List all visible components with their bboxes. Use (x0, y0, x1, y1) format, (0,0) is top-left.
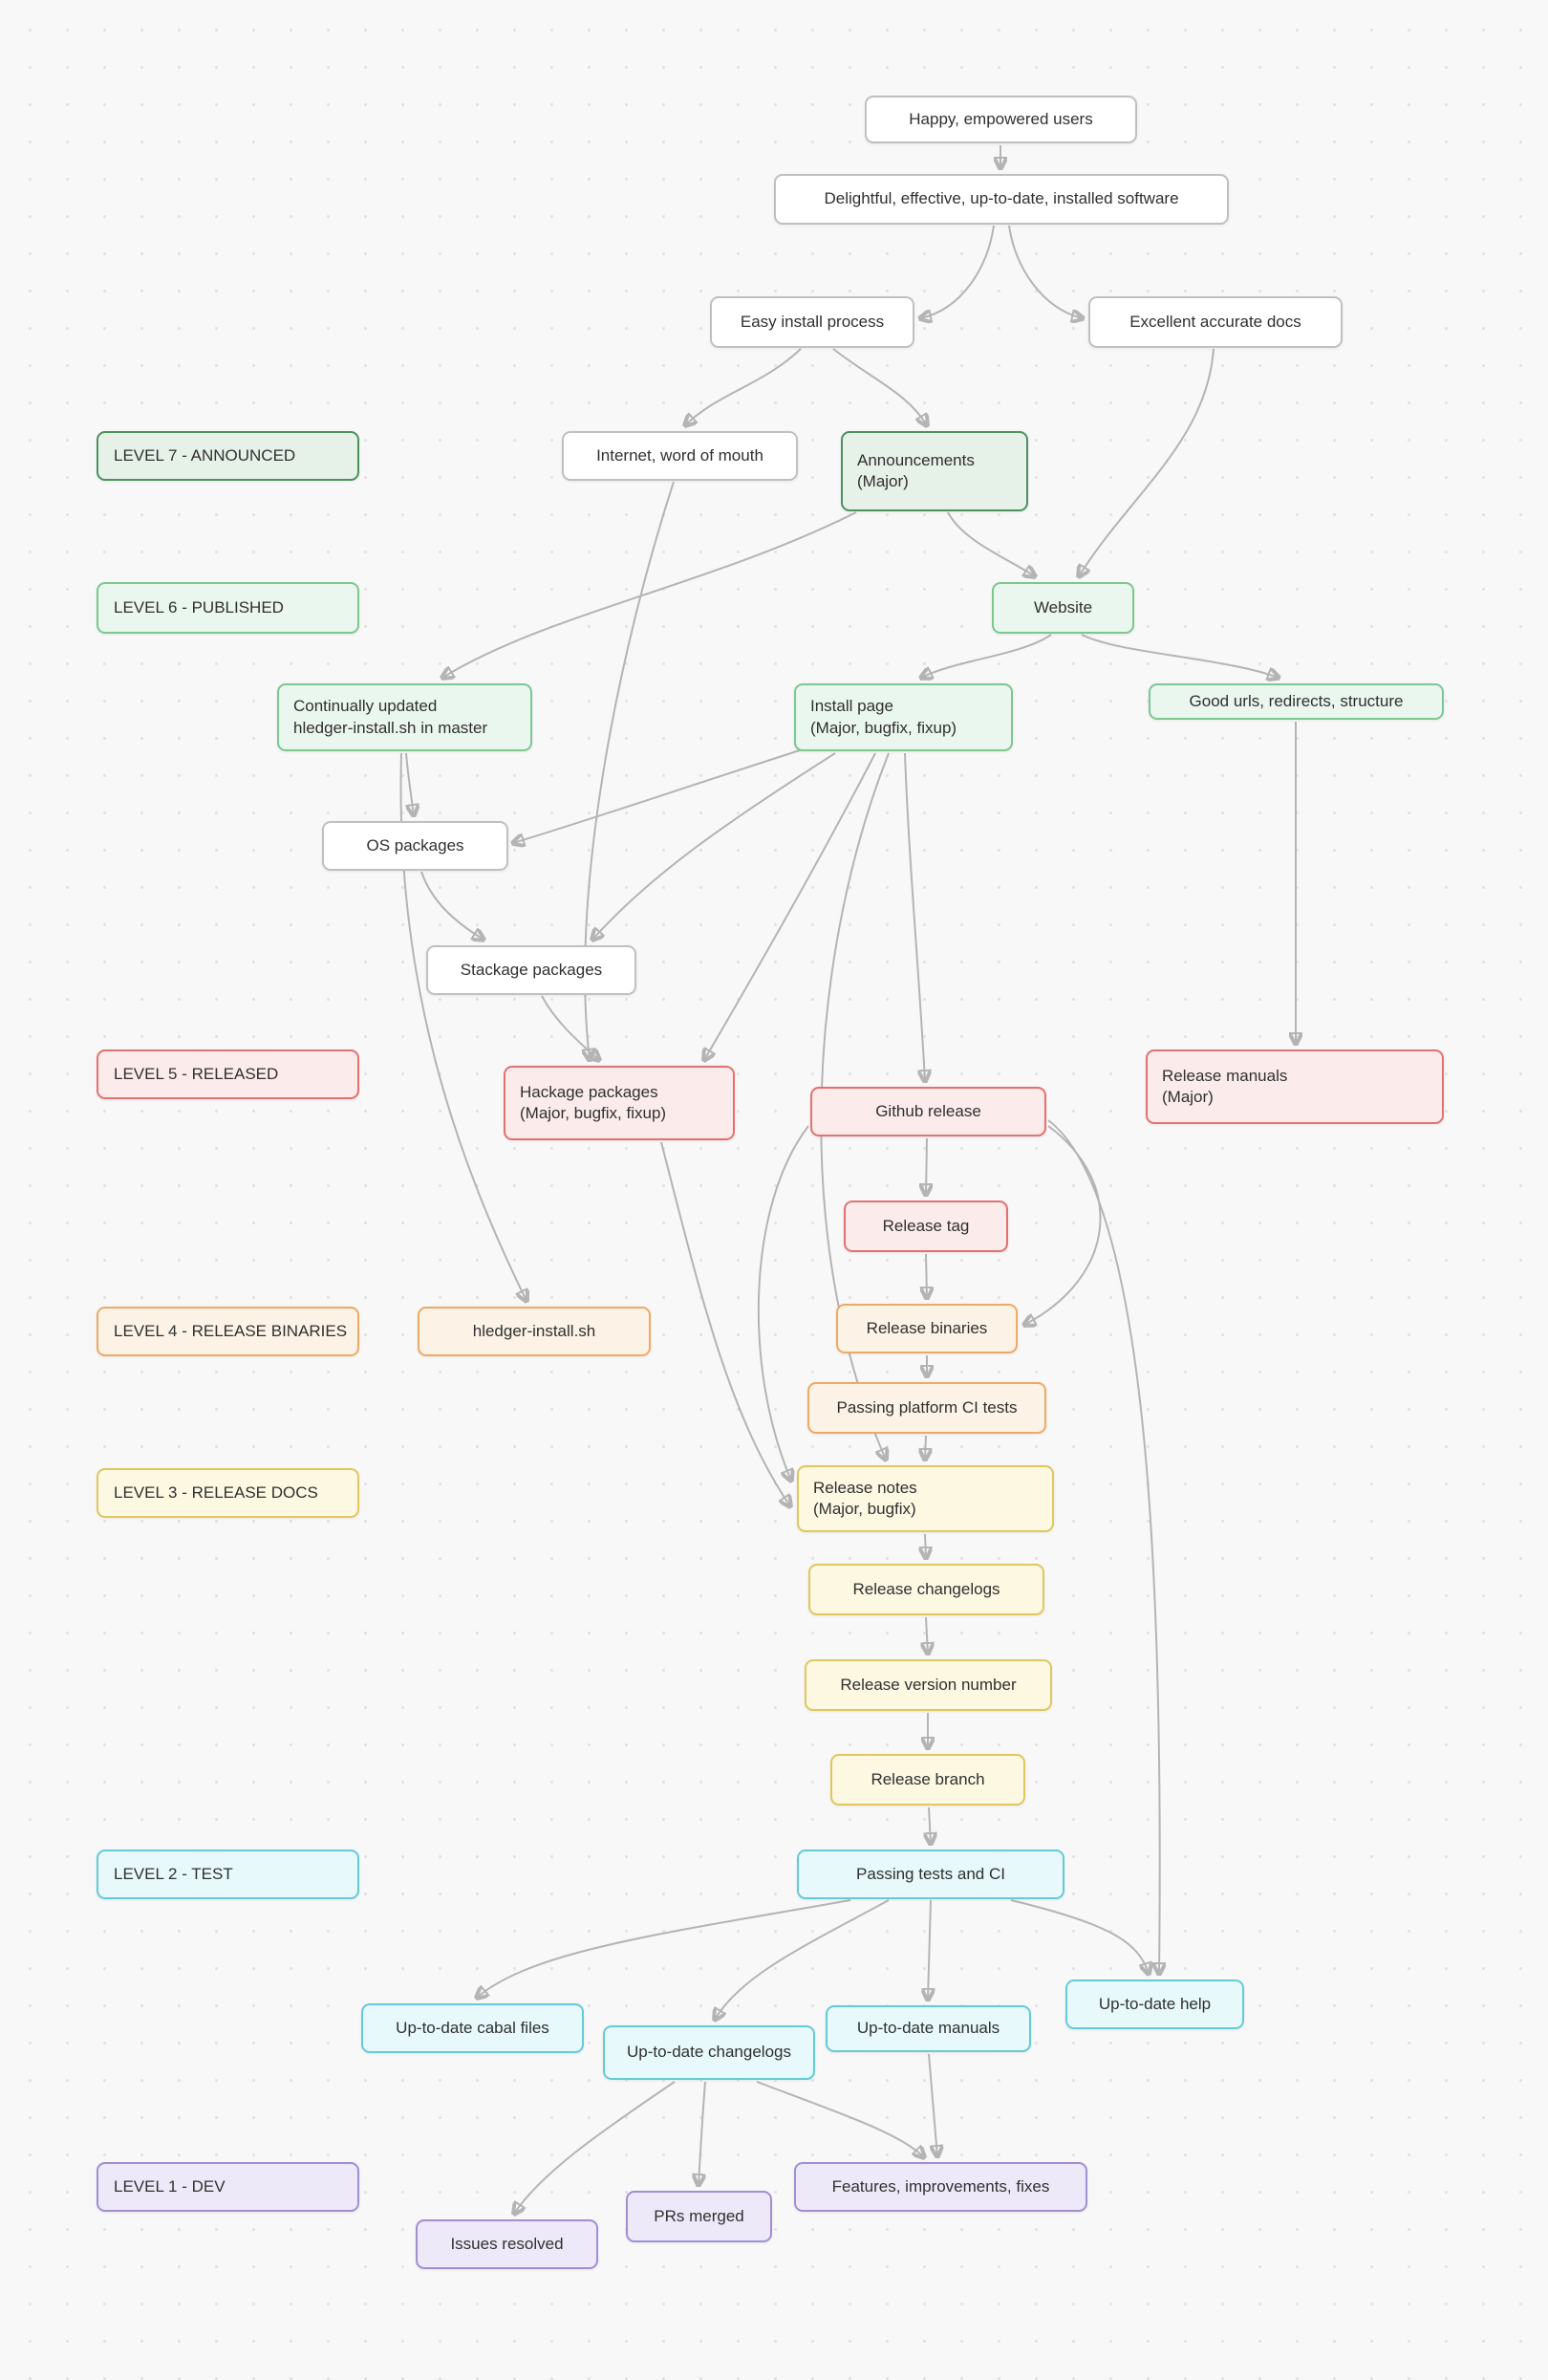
node-sublabel: (Major) (1162, 1088, 1214, 1106)
edge-stackage-hackage (541, 995, 599, 1060)
node-sublabel: (Major, bugfix, fixup) (520, 1104, 667, 1122)
node-up-to-date-changelogs: Up-to-date changelogs (603, 2025, 815, 2080)
node-label: Release manuals (1162, 1066, 1288, 1085)
edge-os-packages-stackage (420, 871, 484, 940)
edge-delightful-easy-install (920, 225, 995, 318)
node-features-improvements-fixes: Features, improvements, fixes (794, 2162, 1087, 2212)
edge-website-good-urls (1081, 634, 1279, 678)
node-label: Release notes (813, 1478, 917, 1497)
node-up-to-date-manuals: Up-to-date manuals (826, 2005, 1031, 2052)
edge-install-page-stackage (592, 752, 836, 940)
node-hledger-install-sh: hledger-install.sh (418, 1307, 651, 1356)
edge-github-release-tag (926, 1137, 927, 1195)
edge-passing-tests-changelogs (715, 1899, 890, 2020)
label-level-6-published: LEVEL 6 - PUBLISHED (97, 582, 359, 634)
edge-continually-os-packages (405, 752, 414, 815)
node-release-changelogs: Release changelogs (808, 1564, 1044, 1615)
node-install-page: Install page (Major, bugfix, fixup) (794, 683, 1013, 751)
node-up-to-date-help: Up-to-date help (1065, 1980, 1244, 2029)
edge-manuals-features (928, 2053, 937, 2156)
node-sublabel: hledger-install.sh in master (293, 718, 488, 737)
node-passing-tests-and-ci: Passing tests and CI (797, 1850, 1064, 1899)
edge-changelogs-issues-resolved (514, 2081, 676, 2214)
edge-github-release-binaries (1024, 1125, 1102, 1325)
node-happy-users: Happy, empowered users (865, 96, 1137, 143)
node-sublabel: (Major, bugfix) (813, 1500, 916, 1518)
node-os-packages: OS packages (322, 821, 508, 871)
node-internet-word-of-mouth: Internet, word of mouth (562, 431, 798, 481)
node-prs-merged: PRs merged (626, 2191, 772, 2242)
node-easy-install-process: Easy install process (710, 296, 914, 348)
label-level-7-announced: LEVEL 7 - ANNOUNCED (97, 431, 359, 481)
node-issues-resolved: Issues resolved (416, 2219, 598, 2269)
label-level-2-test: LEVEL 2 - TEST (97, 1850, 359, 1899)
node-label: Hackage packages (520, 1082, 658, 1101)
node-up-to-date-cabal-files: Up-to-date cabal files (361, 2003, 584, 2053)
node-continually-updated-install-script: Continually updated hledger-install.sh i… (277, 683, 532, 751)
edge-platform-ci-release-notes (925, 1435, 926, 1460)
node-release-manuals: Release manuals (Major) (1146, 1049, 1444, 1124)
node-label: Announcements (857, 450, 975, 469)
node-release-tag: Release tag (844, 1201, 1008, 1252)
node-passing-platform-ci-tests: Passing platform CI tests (807, 1382, 1046, 1434)
edge-install-page-github-release (904, 752, 925, 1081)
label-level-5-released: LEVEL 5 - RELEASED (97, 1049, 359, 1099)
node-sublabel: (Major) (857, 472, 909, 490)
node-sublabel: (Major, bugfix, fixup) (810, 718, 957, 737)
edge-notes-changelogs (925, 1533, 926, 1558)
node-website: Website (992, 582, 1134, 634)
edge-website-install-page (921, 634, 1052, 678)
edge-github-release-help (1047, 1119, 1160, 1974)
label-level-3-release-docs: LEVEL 3 - RELEASE DOCS (97, 1468, 359, 1518)
edge-passing-tests-cabal (477, 1899, 851, 1998)
edge-passing-tests-manuals (928, 1899, 931, 2000)
edge-passing-tests-help (1010, 1899, 1149, 1974)
edge-install-page-os-packages (513, 747, 806, 843)
edge-hackage-release-notes (660, 1141, 790, 1506)
edge-changelogs-prs-merged (699, 2081, 706, 2185)
node-label: Install page (810, 697, 893, 716)
edge-announcements-continually (442, 511, 857, 678)
edge-install-page-hackage (704, 752, 876, 1060)
edge-easy-install-internet (685, 348, 802, 425)
edge-github-release-notes (757, 1125, 809, 1481)
node-delightful-software: Delightful, effective, up-to-date, insta… (774, 174, 1229, 225)
edge-excellent-docs-website (1079, 348, 1215, 576)
edge-tag-binaries (926, 1253, 927, 1298)
node-good-urls-redirects-structure: Good urls, redirects, structure (1149, 683, 1444, 720)
label-level-4-release-binaries: LEVEL 4 - RELEASE BINARIES (97, 1307, 359, 1356)
node-release-binaries: Release binaries (836, 1304, 1018, 1353)
edge-changelogs-features (756, 2081, 924, 2157)
node-github-release: Github release (810, 1087, 1046, 1136)
node-excellent-accurate-docs: Excellent accurate docs (1088, 296, 1343, 348)
node-release-notes: Release notes (Major, bugfix) (797, 1465, 1054, 1532)
node-release-version-number: Release version number (805, 1659, 1052, 1711)
edge-announcements-website (947, 511, 1035, 576)
node-hackage-packages: Hackage packages (Major, bugfix, fixup) (504, 1066, 735, 1140)
node-release-branch: Release branch (830, 1754, 1025, 1806)
edge-easy-install-announcements (832, 348, 927, 425)
edge-branch-passing-tests (929, 1807, 931, 1844)
label-level-1-dev: LEVEL 1 - DEV (97, 2162, 359, 2212)
edge-delightful-excellent-docs (1008, 225, 1083, 318)
node-stackage-packages: Stackage packages (426, 945, 636, 995)
node-label: Continually updated (293, 697, 438, 716)
node-announcements: Announcements (Major) (841, 431, 1028, 511)
edge-changelogs-version (926, 1616, 928, 1654)
